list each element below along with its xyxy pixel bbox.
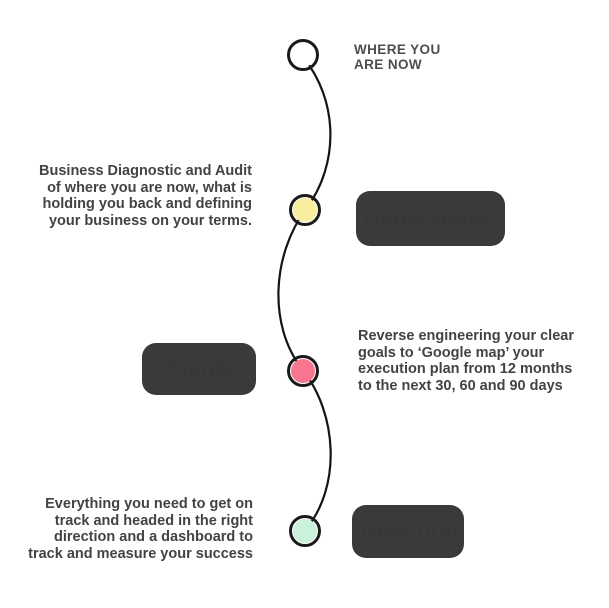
start-label: WHERE YOU ARE NOW xyxy=(354,42,441,72)
understand-box: Understand xyxy=(356,191,505,246)
timeline-node-understand xyxy=(289,194,321,226)
clarity-box: Clarity xyxy=(142,343,256,395)
direction-description: Everything you need to get on track and … xyxy=(28,496,253,562)
timeline-node-direction xyxy=(289,515,321,547)
understand-description: Business Diagnostic and Audit of where y… xyxy=(39,163,252,229)
direction-box: Direction xyxy=(352,505,464,558)
direction-box-label: Direction xyxy=(360,516,459,543)
clarity-description: Reverse engineering your clear goals to … xyxy=(358,328,574,394)
understand-box-label: Understand xyxy=(363,207,489,233)
timeline-node-start xyxy=(287,39,319,71)
clarity-box-label: Clarity xyxy=(164,355,236,381)
timeline-node-clarity xyxy=(287,355,319,387)
